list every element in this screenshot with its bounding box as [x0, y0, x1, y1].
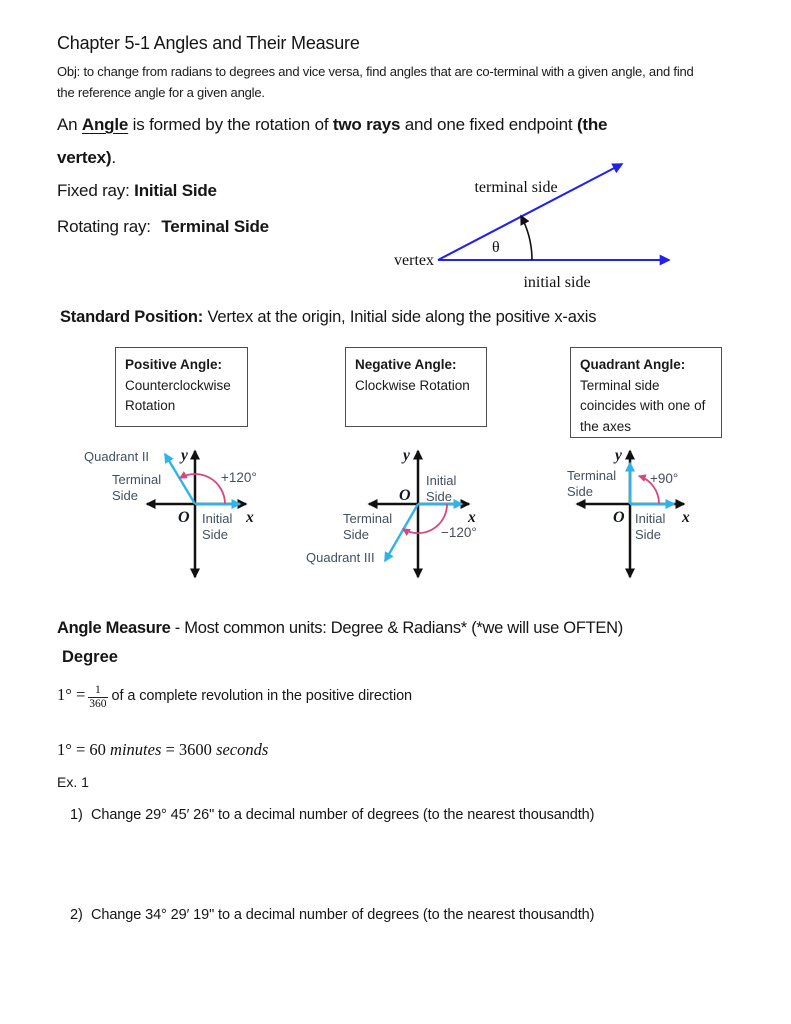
intro-line-1: An Angle is formed by the rotation of tw… [57, 108, 608, 141]
rotating-ray-line: Rotating ray: Terminal Side [57, 217, 269, 237]
problem-text: Change 29° 45′ 26" to a decimal number o… [91, 807, 595, 823]
fixed-ray-label: Fixed ray: [57, 181, 130, 200]
formula-minutes-seconds: 1° = 60 minutes = 3600 seconds [57, 740, 268, 760]
rotation-arc [637, 474, 660, 505]
fraction-numerator: 1 [95, 684, 101, 696]
minutes-term: minutes [110, 740, 162, 759]
terminal-side-label: Side [112, 488, 138, 503]
the-term: (the [576, 115, 608, 134]
box-body: Terminal side coincides with one of the … [580, 377, 706, 434]
initial-side-label: Side [635, 527, 661, 542]
definition-box-quadrant: Quadrant Angle: Terminal side coincides … [570, 347, 722, 438]
terminal-side-label: Terminal [567, 468, 616, 483]
rotation-arc [401, 503, 448, 536]
initial-side-label: Initial [426, 473, 456, 488]
objective-text: Obj: to change from radians to degrees a… [57, 62, 694, 103]
fraction-denominator: 360 [88, 696, 108, 710]
origin-label: O [178, 509, 190, 526]
angle-label: +90° [650, 471, 678, 486]
x-axis-label: x [245, 509, 254, 526]
angle-arc [520, 214, 533, 261]
y-axis-label: y [401, 447, 410, 464]
angle-term: Angle [81, 115, 129, 134]
quadrant-label: Quadrant III [306, 550, 375, 565]
rotation-arc [178, 471, 226, 505]
quadrant-label: Quadrant II [84, 449, 149, 464]
axis-diagram-positive-90: +90° Terminal Side Initial Side O y x [567, 447, 690, 579]
intro-line-2: vertex). [57, 141, 607, 174]
angle-measure-rest: - Most common units: Degree & Radians* (… [174, 619, 623, 637]
origin-label: O [399, 487, 411, 504]
terminal-side-ray [383, 503, 420, 563]
theta-label: θ [492, 239, 500, 256]
example-label: Ex. 1 [57, 774, 89, 790]
vertex-label: vertex [394, 252, 434, 269]
fixed-ray-line: Fixed ray: Initial Side [57, 181, 217, 201]
terminal-side-ray [163, 452, 197, 505]
terminal-side-label: Side [567, 484, 593, 499]
problem-number: 1) [70, 807, 83, 823]
formula-text: of a complete revolution in the positive… [111, 687, 413, 704]
box-body: Counterclockwise Rotation [125, 377, 231, 414]
angle-label: +120° [221, 470, 257, 485]
problem-item-2: 2) Change 34° 29′ 19" to a decimal number… [70, 907, 594, 923]
objective-line-2: the reference angle for a given angle. [57, 84, 265, 100]
definition-box-positive: Positive Angle: Counterclockwise Rotatio… [115, 347, 248, 427]
standard-position-heading: Standard Position: Vertex at the origin,… [60, 308, 596, 327]
problem-text: Change 34° 29′ 19" to a decimal number o… [91, 907, 595, 923]
formula-seg: 1° = 60 [57, 740, 106, 759]
formula-lhs: 1° = [57, 684, 86, 704]
terminal-side-label: Terminal [343, 511, 392, 526]
initial-side-label: Initial [202, 511, 232, 526]
box-title: Negative Angle: [355, 357, 457, 372]
initial-side-label: Side [426, 489, 452, 504]
angle-diagram: terminal side initial side vertex θ [394, 163, 671, 291]
problem-number: 2) [70, 907, 83, 923]
box-title: Quadrant Angle: [580, 357, 686, 372]
initial-side-label: Initial [635, 511, 665, 526]
intro-paragraph: An Angle is formed by the rotation of tw… [57, 108, 608, 174]
rotating-ray-label: Rotating ray: [57, 217, 151, 236]
formula-seg: = 3600 [165, 740, 212, 759]
angle-measure-term: Angle Measure [57, 619, 171, 637]
axis-diagram-negative-120: Quadrant III −120° Terminal Side Initial… [306, 447, 477, 579]
intro-seg: An [57, 115, 82, 134]
standard-position-text: Vertex at the origin, Initial side along… [207, 308, 597, 326]
definition-box-negative: Negative Angle: Clockwise Rotation [345, 347, 487, 427]
initial-side-label: initial side [523, 274, 590, 291]
y-axis-label: y [179, 447, 188, 464]
axis-diagram-positive-120: Quadrant II +120° Terminal Side Initial … [84, 447, 257, 579]
x-axis-label: x [681, 509, 690, 526]
box-body: Clockwise Rotation [355, 377, 470, 393]
seconds-term: seconds [216, 740, 269, 759]
fixed-ray-value: Initial Side [134, 181, 217, 200]
degree-heading: Degree [62, 648, 118, 666]
vertex-term: vertex) [57, 148, 112, 167]
two-rays-term: two rays [332, 115, 401, 134]
angle-measure-heading: Angle Measure - Most common units: Degre… [57, 619, 623, 638]
standard-position-term: Standard Position: [60, 308, 204, 326]
x-axis-label: x [467, 509, 476, 526]
rotating-ray-value: Terminal Side [161, 217, 269, 236]
terminal-side-label: Terminal [112, 472, 161, 487]
origin-label: O [613, 509, 625, 526]
intro-seg: is formed by the rotation of [128, 115, 333, 134]
terminal-side-label: Side [343, 527, 369, 542]
intro-seg: and one fixed endpoint [400, 115, 577, 134]
problem-item-1: 1) Change 29° 45′ 26" to a decimal number… [70, 807, 594, 823]
intro-seg: . [111, 148, 116, 167]
angle-label: −120° [441, 525, 477, 540]
objective-line-1: Obj: to change from radians to degrees a… [57, 64, 694, 79]
terminal-side-label: terminal side [474, 179, 557, 196]
y-axis-label: y [613, 447, 622, 464]
initial-side-label: Side [202, 527, 228, 542]
terminal-side-ray [437, 163, 624, 261]
page-title: Chapter 5-1 Angles and Their Measure [57, 33, 360, 53]
box-title: Positive Angle: [125, 357, 223, 372]
